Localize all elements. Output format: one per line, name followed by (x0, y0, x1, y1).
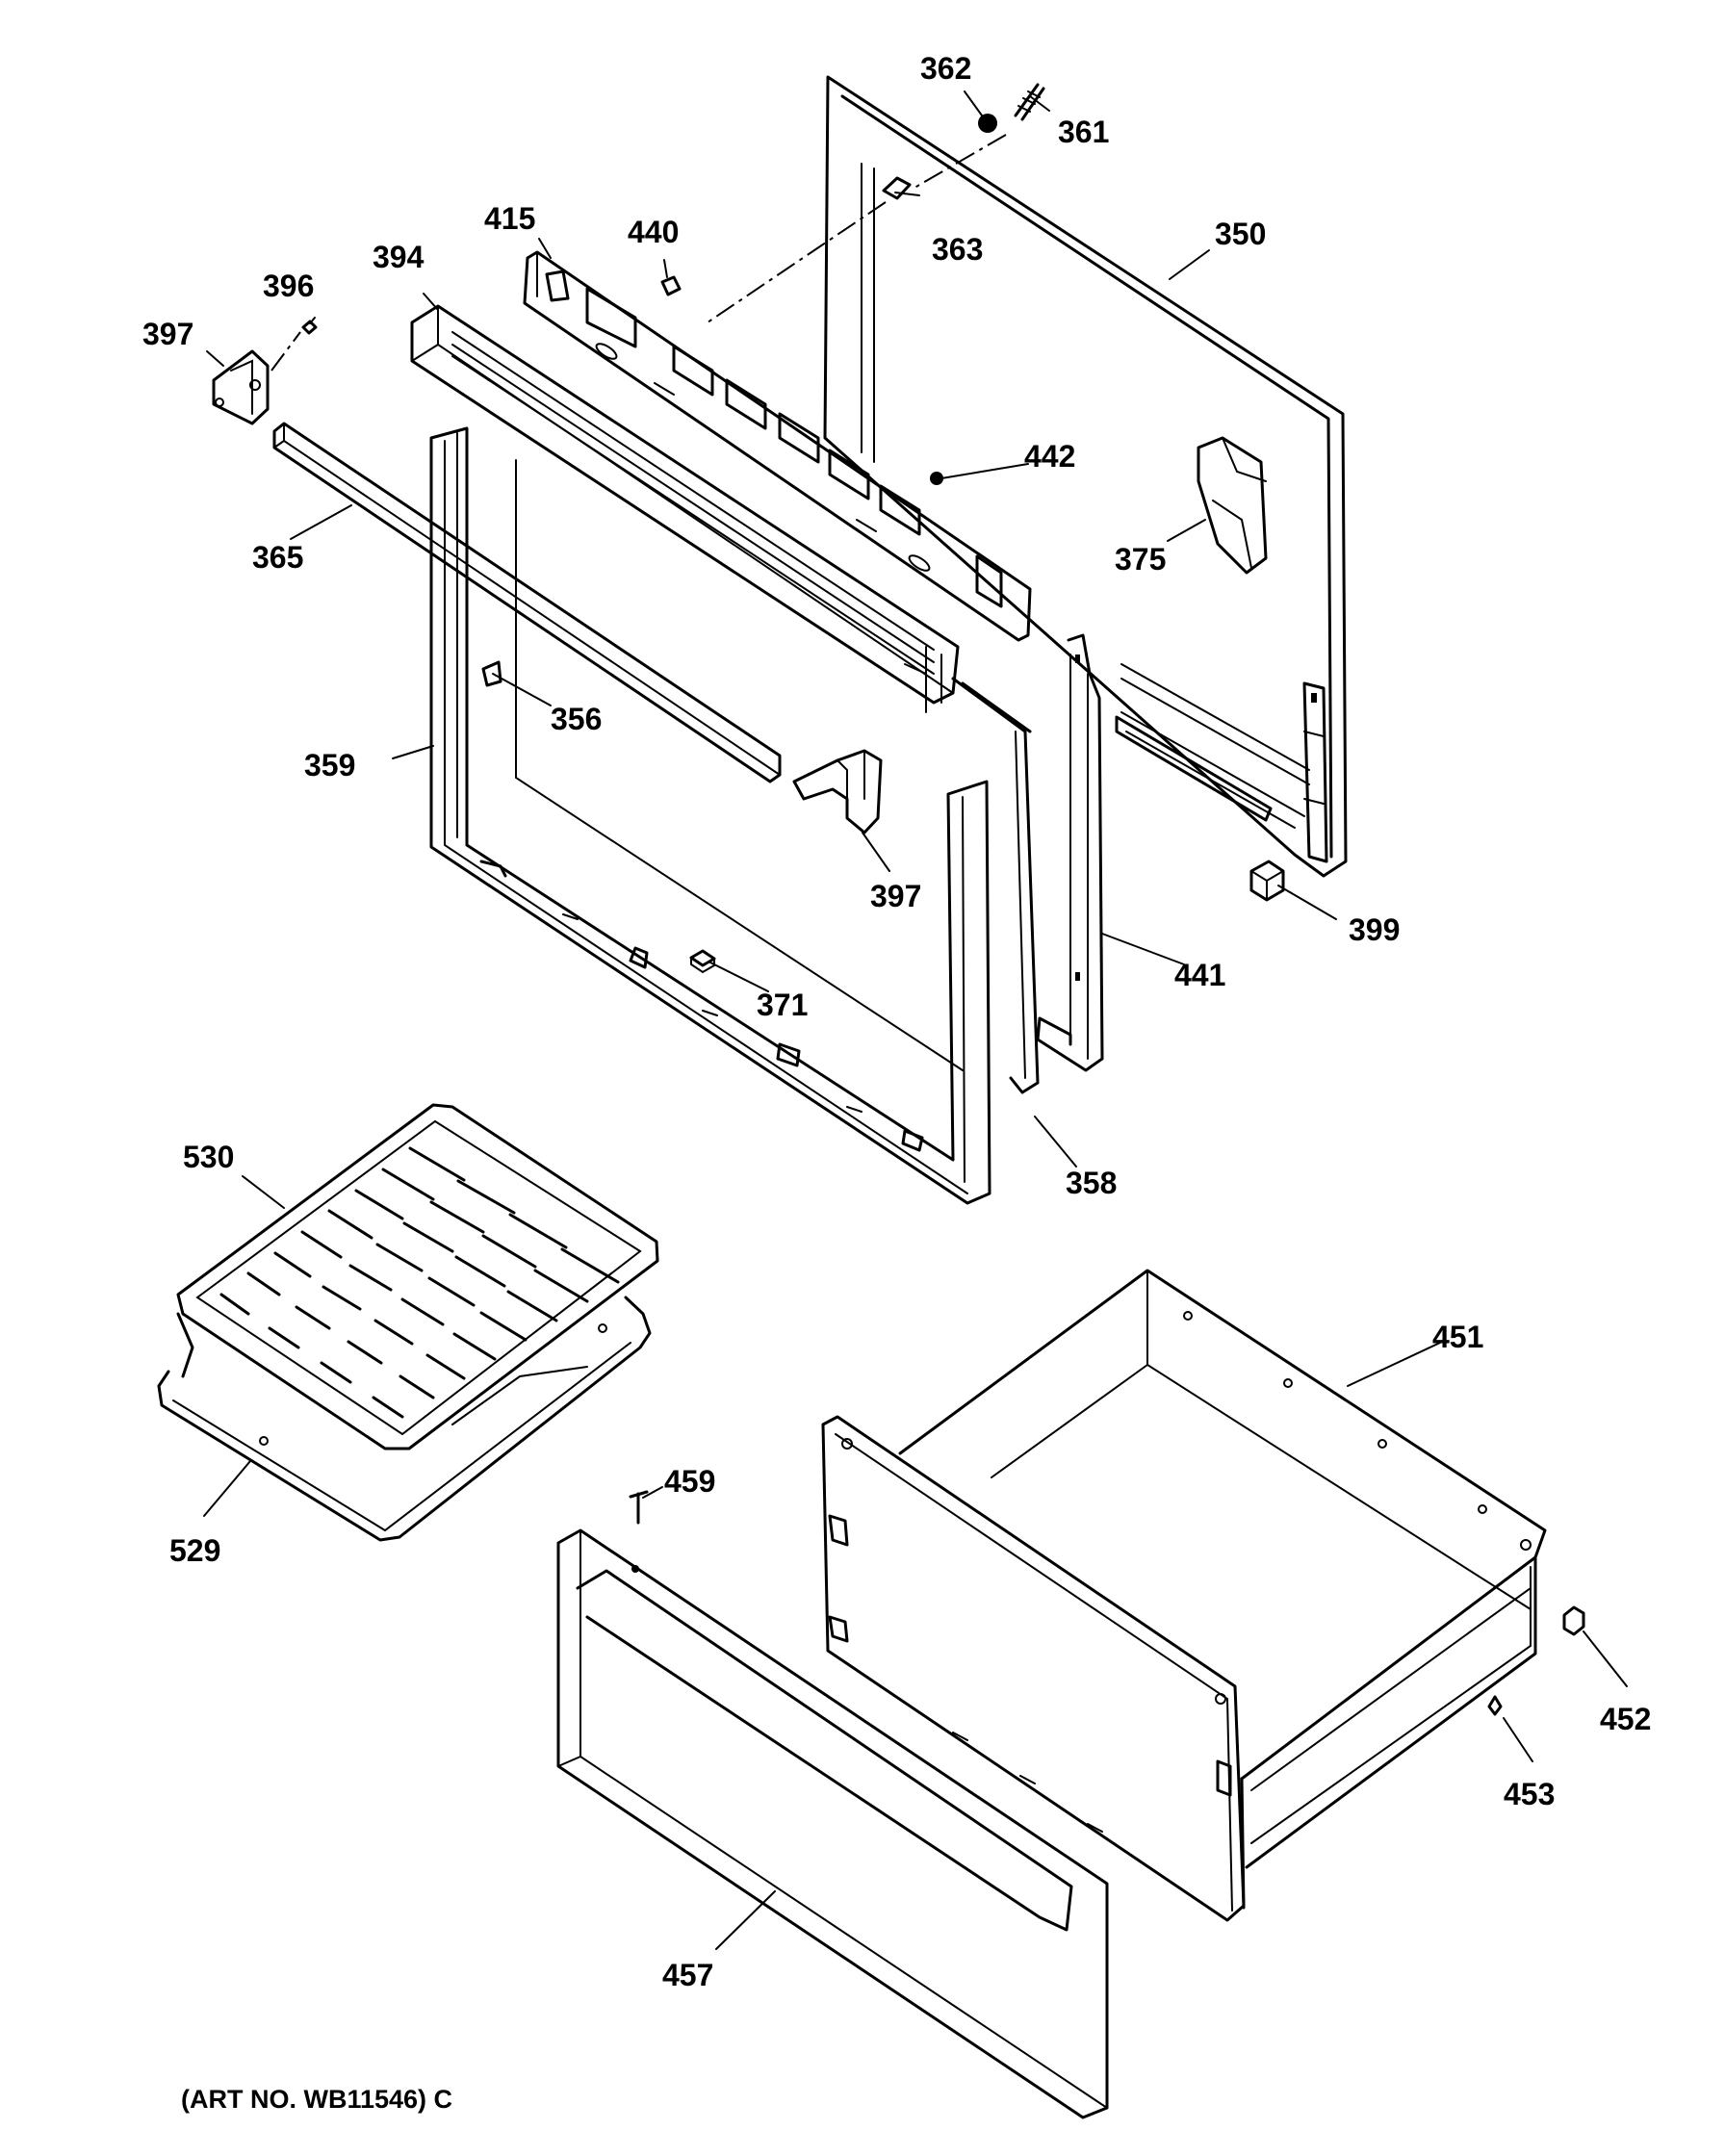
part-451-drawer-body (821, 1269, 1547, 1922)
callout-397-top: 397 (142, 317, 193, 351)
callout-356: 356 (551, 702, 602, 736)
callout-457: 457 (662, 1958, 713, 1992)
part-441-side-bracket (1036, 633, 1104, 1072)
callout-442: 442 (1024, 439, 1075, 474)
part-415-vent-plate (523, 250, 1032, 642)
leader-lines (203, 90, 1628, 1950)
grid-slots (219, 1146, 620, 1419)
art-number-caption: (ART NO. WB11546) C (181, 2085, 452, 2114)
callout-451: 451 (1432, 1320, 1483, 1354)
part-457-drawer-front (556, 1490, 1109, 2119)
callout-415: 415 (484, 201, 535, 236)
callout-399: 399 (1349, 912, 1400, 947)
part-530-broiler-grid (176, 1103, 659, 1450)
callout-529: 529 (169, 1533, 220, 1568)
callout-labels: 362 361 363 350 415 440 394 396 397 442 … (142, 51, 1651, 1992)
callout-441: 441 (1174, 958, 1225, 992)
callout-359: 359 (304, 748, 355, 783)
part-350-outer-door (823, 75, 1348, 878)
callout-397-bracket: 397 (870, 879, 921, 913)
callout-361: 361 (1058, 115, 1109, 149)
callout-350: 350 (1215, 217, 1266, 251)
part-358-gasket (951, 677, 1040, 1094)
callout-371: 371 (757, 988, 808, 1022)
parts-361-362-363-screws (707, 83, 1045, 323)
part-365-rod (272, 422, 782, 783)
callout-530: 530 (183, 1140, 234, 1174)
part-529-broiler-pan (157, 1296, 652, 1542)
callout-365: 365 (252, 540, 303, 575)
callout-453: 453 (1504, 1777, 1555, 1811)
callout-459: 459 (664, 1464, 715, 1499)
callout-358: 358 (1066, 1166, 1117, 1200)
callout-452: 452 (1600, 1702, 1651, 1736)
part-375-insulation (1197, 436, 1268, 575)
callout-440: 440 (628, 215, 679, 249)
callout-362: 362 (920, 51, 971, 86)
callout-363: 363 (932, 232, 983, 267)
parts-452-453-hardware (1487, 1605, 1585, 1716)
part-399-block (1249, 860, 1285, 902)
callout-394: 394 (373, 240, 425, 274)
callout-396: 396 (263, 269, 314, 303)
part-394-vent-trim (410, 304, 960, 713)
callout-375: 375 (1115, 542, 1166, 577)
part-359-inner-frame (429, 426, 991, 1205)
parts-396-397-hinge (212, 320, 318, 425)
